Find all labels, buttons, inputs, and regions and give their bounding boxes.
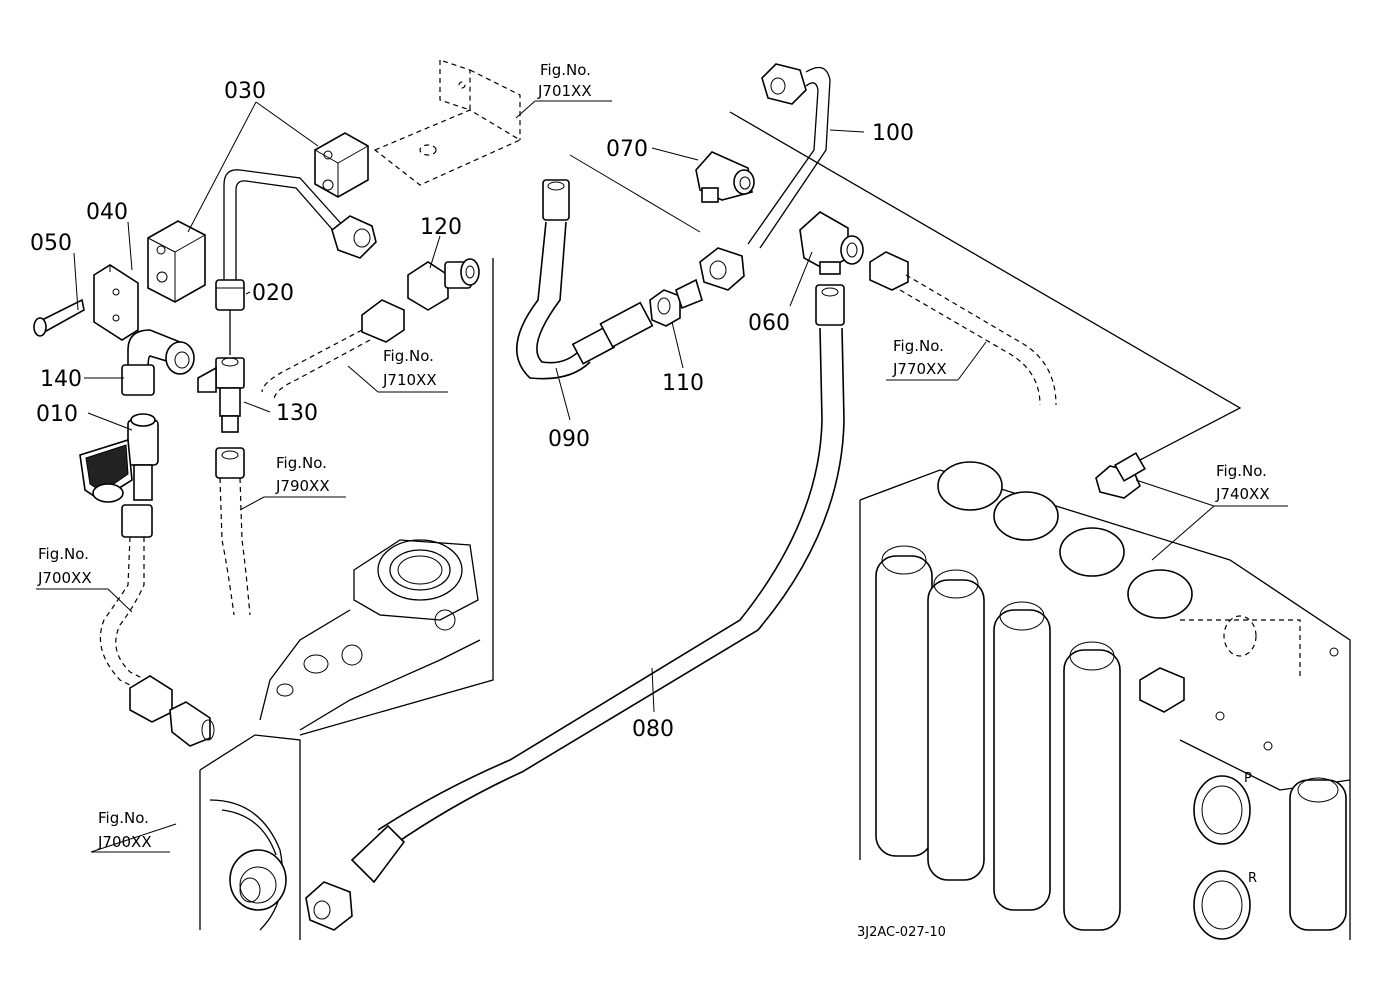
- fig-ref-j790[interactable]: Fig.No. J790XX: [275, 454, 330, 495]
- control-valve: P R: [859, 461, 1351, 940]
- clamp-plate: [93, 264, 139, 341]
- port-r-label: R: [1248, 871, 1257, 886]
- port-p-label: P: [1244, 771, 1252, 786]
- svg-text:J700XX: J700XX: [37, 569, 92, 587]
- tee-fitting: [197, 357, 245, 433]
- svg-text:Fig.No.: Fig.No.: [98, 809, 149, 827]
- fig-ref-j770[interactable]: Fig.No. J770XX: [892, 337, 947, 378]
- adapter-fitting: [649, 278, 703, 327]
- pipe-100: [699, 63, 831, 291]
- fig-ref-j700-upper[interactable]: Fig.No. J700XX: [37, 545, 92, 587]
- svg-text:J701XX: J701XX: [537, 82, 592, 100]
- part-label-100: 100: [872, 121, 914, 146]
- part-labels: 030 040 050 020 140 010 130 120 070 100 …: [30, 79, 914, 742]
- union-fitting: [407, 258, 480, 311]
- bolt: [33, 298, 85, 337]
- part-label-030: 030: [224, 79, 266, 104]
- svg-text:J700XX: J700XX: [97, 833, 152, 851]
- tee-060: [799, 211, 864, 275]
- part-label-110: 110: [662, 371, 704, 396]
- mounting-bracket: [373, 59, 522, 186]
- leader-lines: [36, 100, 1288, 853]
- hose-080: [305, 284, 845, 931]
- svg-text:Fig.No.: Fig.No.: [1216, 462, 1267, 480]
- frame-lines: [299, 111, 1242, 736]
- part-label-040: 040: [86, 200, 128, 225]
- quick-coupler: [79, 413, 159, 503]
- nut-020: [215, 279, 245, 311]
- svg-text:Fig.No.: Fig.No.: [276, 454, 327, 472]
- part-label-080: 080: [632, 717, 674, 742]
- nut-upper: [331, 215, 377, 259]
- hose-lower-left: [99, 504, 215, 747]
- svg-text:Fig.No.: Fig.No.: [540, 61, 591, 79]
- elbow-070: [695, 151, 755, 203]
- diagram-code: 3J2AC-027-10: [857, 925, 946, 940]
- pipe-clamp-lower: [147, 220, 206, 303]
- part-label-020: 020: [252, 281, 294, 306]
- svg-text:J770XX: J770XX: [892, 360, 947, 378]
- fig-ref-j740[interactable]: Fig.No. J740XX: [1215, 462, 1270, 503]
- adapter-j740: [1095, 452, 1146, 499]
- pump-body: [199, 539, 481, 940]
- elbow-fitting: [121, 329, 195, 396]
- part-label-070: 070: [606, 137, 648, 162]
- figure-references: Fig.No. J701XX Fig.No. J710XX Fig.No. J7…: [37, 61, 1270, 851]
- part-label-010: 010: [36, 402, 78, 427]
- part-label-120: 120: [420, 215, 462, 240]
- part-label-130: 130: [276, 401, 318, 426]
- svg-text:Fig.No.: Fig.No.: [38, 545, 89, 563]
- bent-pipe: [215, 169, 377, 355]
- fig-ref-j701[interactable]: Fig.No. J701XX: [537, 61, 592, 100]
- svg-text:Fig.No.: Fig.No.: [383, 347, 434, 365]
- fig-ref-j710[interactable]: Fig.No. J710XX: [382, 347, 437, 389]
- hose-to-j790: [215, 447, 251, 616]
- pipe-to-j710: [261, 299, 405, 401]
- svg-text:J710XX: J710XX: [382, 371, 437, 389]
- part-label-140: 140: [40, 367, 82, 392]
- part-label-090: 090: [548, 427, 590, 452]
- pipe-to-j770: [869, 251, 1057, 406]
- hose-090: [516, 179, 654, 380]
- fig-ref-j700-lower[interactable]: Fig.No. J700XX: [97, 809, 152, 851]
- pipe-clamp-upper: [314, 132, 369, 198]
- part-label-060: 060: [748, 311, 790, 336]
- svg-text:J790XX: J790XX: [275, 477, 330, 495]
- svg-text:J740XX: J740XX: [1215, 485, 1270, 503]
- svg-text:Fig.No.: Fig.No.: [893, 337, 944, 355]
- part-label-050: 050: [30, 231, 72, 256]
